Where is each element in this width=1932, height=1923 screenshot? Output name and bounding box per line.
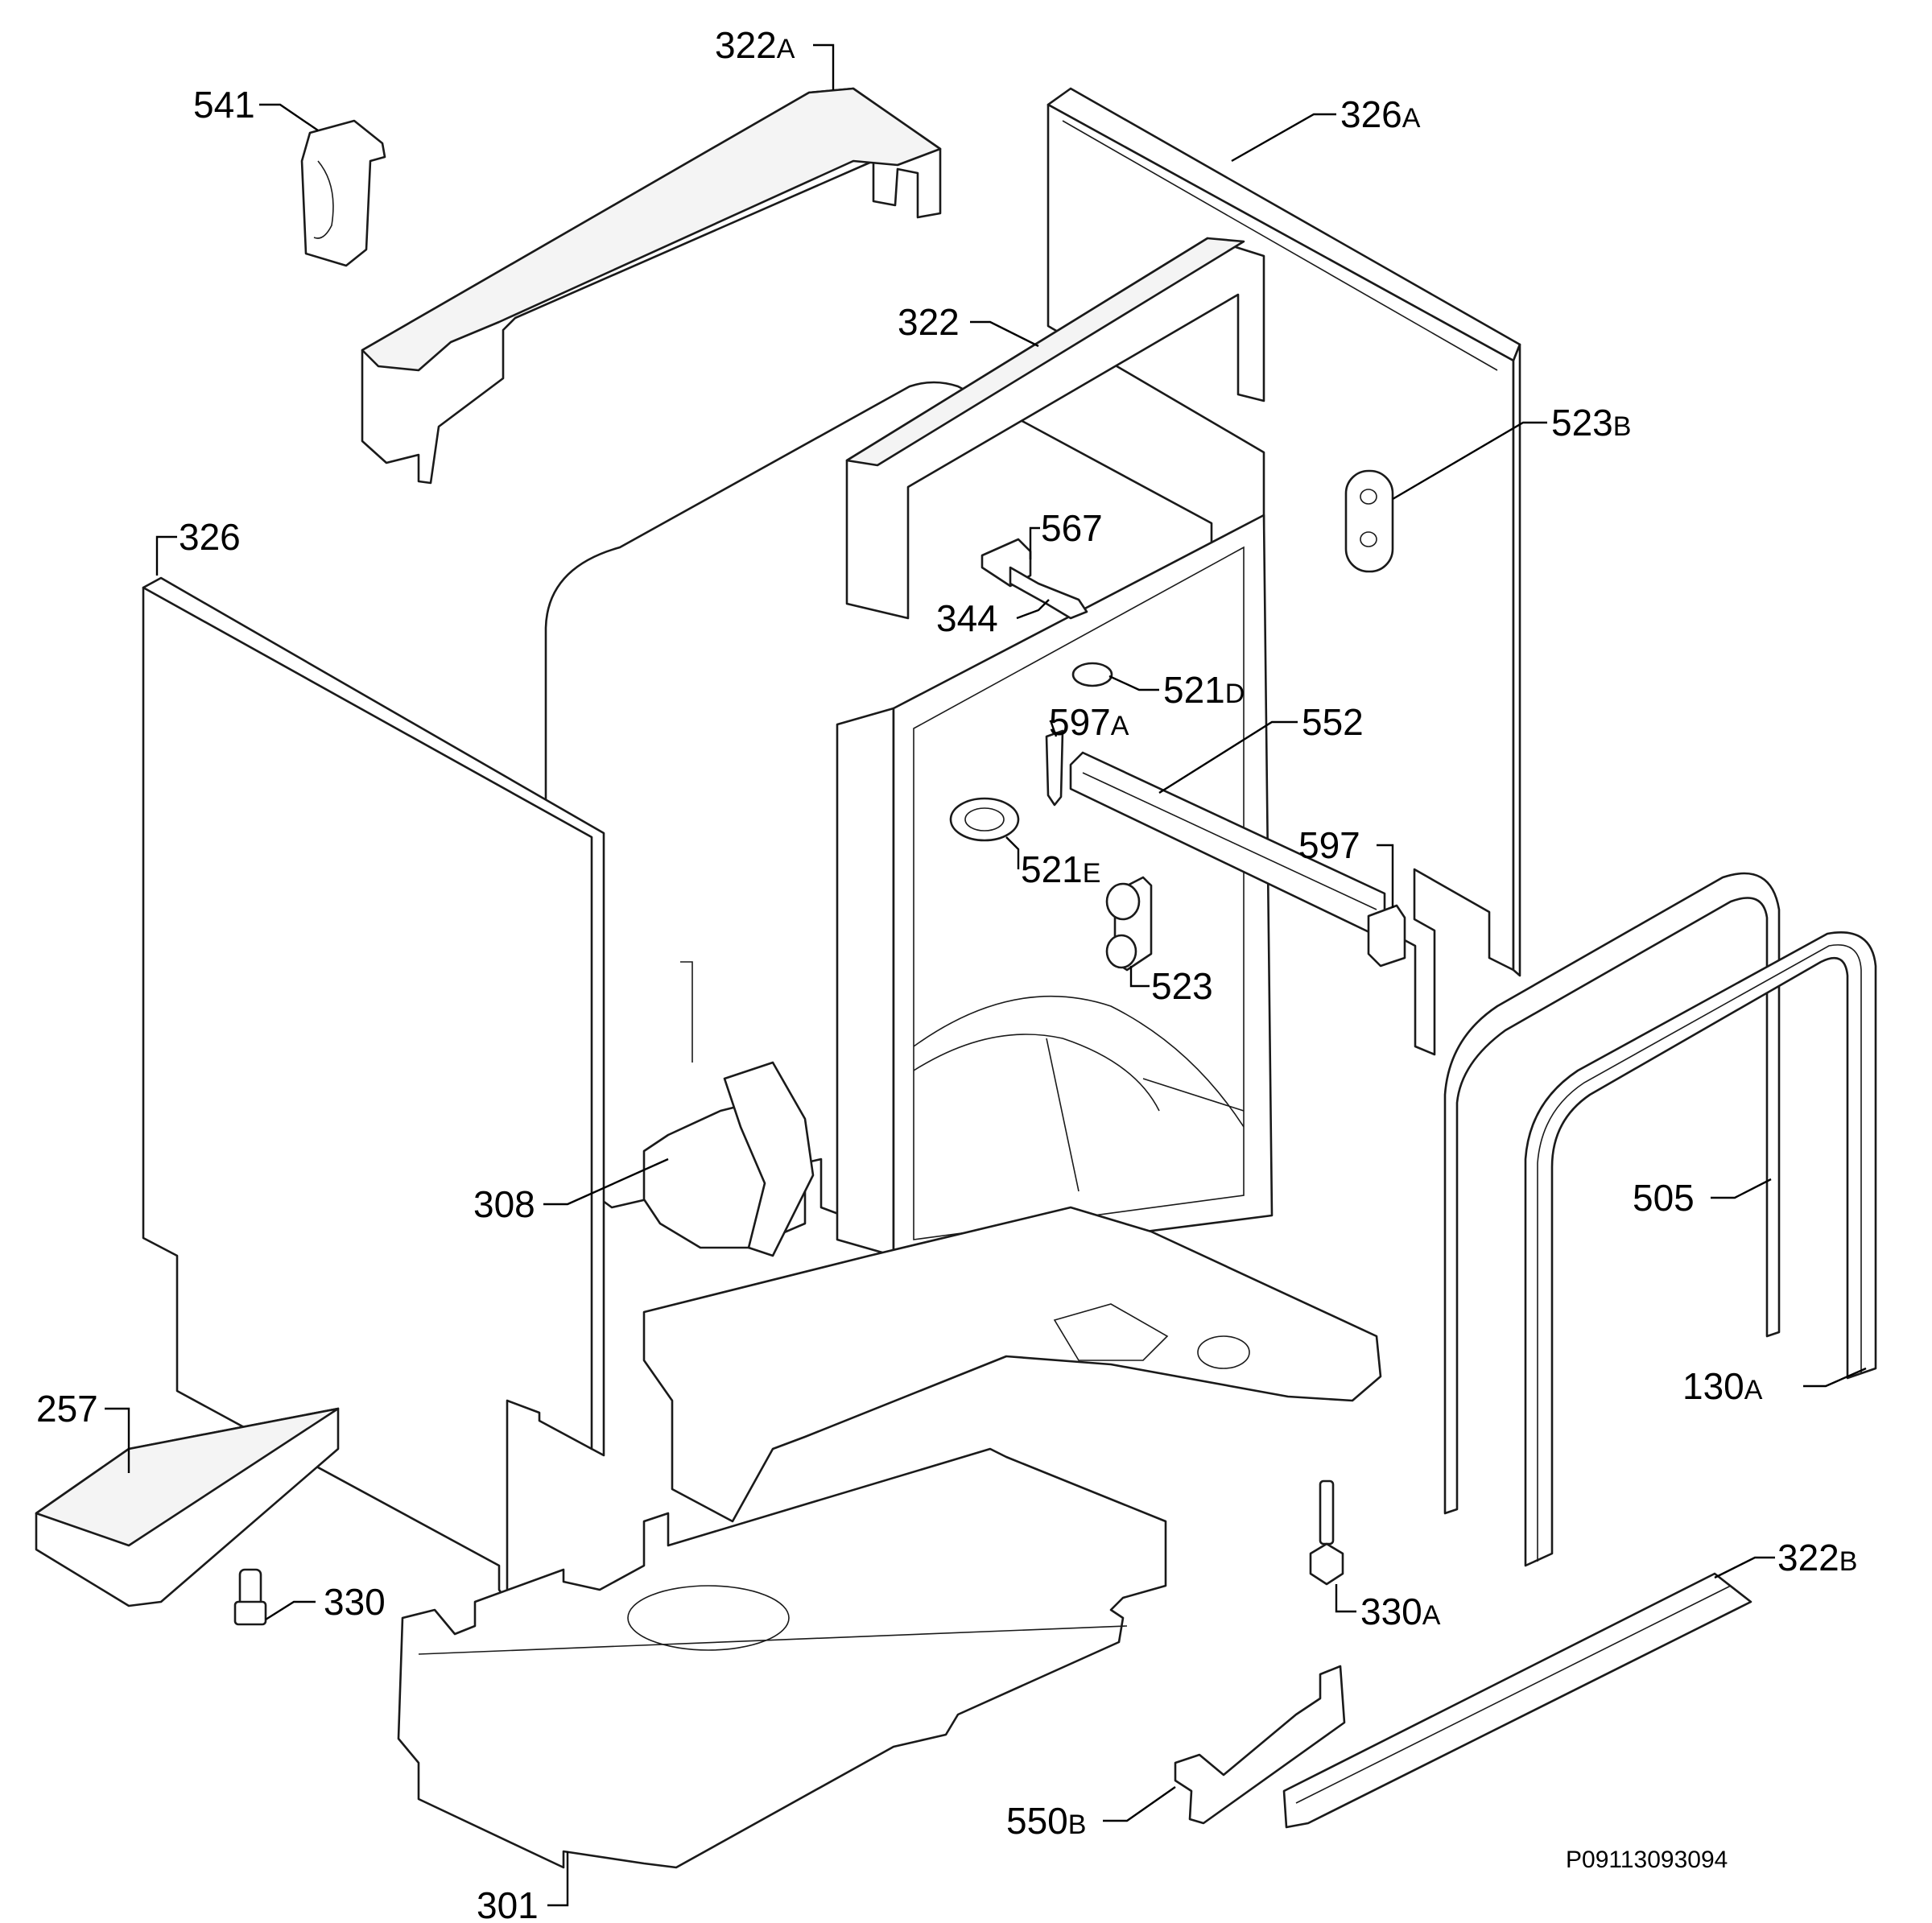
leader-567 (1029, 526, 1040, 559)
leader-597 (1377, 844, 1394, 908)
label-326a: 326A (1340, 93, 1421, 135)
part-257-plinth (35, 1407, 340, 1607)
part-523-fitting (1105, 876, 1153, 972)
label-257: 257 (36, 1388, 98, 1430)
label-567: 567 (1041, 507, 1103, 549)
leader-322b (1714, 1556, 1775, 1579)
part-301-base-tray (397, 1447, 1167, 1869)
leader-523b (1392, 421, 1547, 501)
leader-308 (543, 1158, 669, 1206)
label-330a: 330A (1360, 1591, 1441, 1632)
part-541-clip (300, 119, 386, 267)
part-322-frame (845, 237, 1265, 620)
label-326: 326 (179, 516, 241, 558)
part-597a-clip (1045, 729, 1064, 807)
label-344: 344 (936, 597, 998, 639)
drawing-code: P09113093094 (1566, 1847, 1728, 1873)
part-330a-foot (1309, 1479, 1344, 1586)
label-552: 552 (1302, 701, 1364, 743)
label-597: 597 (1298, 824, 1360, 866)
label-541: 541 (193, 84, 255, 126)
label-322: 322 (898, 301, 960, 343)
part-523b-fitting (1344, 469, 1394, 573)
part-521d-plug (1071, 662, 1113, 687)
label-550b: 550B (1006, 1800, 1086, 1842)
leader-597a (1049, 720, 1058, 737)
leader-541 (259, 103, 319, 131)
leader-lines (105, 43, 1867, 1907)
leader-326 (155, 535, 177, 576)
part-130a-seal (1524, 931, 1877, 1567)
label-330: 330 (324, 1581, 386, 1623)
label-597a: 597A (1049, 701, 1129, 743)
leader-552 (1158, 720, 1298, 794)
label-322a: 322A (715, 24, 795, 66)
leader-521e (1005, 836, 1020, 869)
leader-322 (970, 320, 1039, 348)
part-labels: 322A 541 326A 322 523B 326 567 344 521D … (36, 24, 1857, 1923)
leader-330a (1335, 1584, 1356, 1613)
leader-301 (547, 1851, 569, 1907)
part-base-assembly (642, 1206, 1382, 1523)
leader-326a (1231, 113, 1336, 163)
label-523b: 523B (1551, 402, 1631, 444)
leader-130a (1803, 1367, 1867, 1388)
part-330-foot (233, 1568, 267, 1626)
part-322b-strip (1282, 1572, 1752, 1829)
leader-505 (1711, 1178, 1772, 1199)
part-505-seal (1443, 872, 1781, 1515)
part-344-spring (1009, 566, 1088, 620)
part-550b-bracket (1174, 1665, 1346, 1825)
label-523: 523 (1151, 965, 1213, 1007)
leader-523 (1129, 966, 1150, 988)
part-326-side-panel (142, 576, 605, 1603)
leader-521d (1108, 675, 1159, 691)
part-597-clip (1367, 904, 1406, 968)
leader-330 (265, 1600, 316, 1621)
part-308-hinge (642, 961, 815, 1257)
label-505: 505 (1633, 1177, 1695, 1219)
part-521e-nut (949, 797, 1020, 842)
label-521e: 521E (1021, 848, 1100, 890)
label-521d: 521D (1163, 669, 1245, 711)
part-326a-side-panel (1046, 87, 1521, 1056)
leader-344 (1016, 599, 1050, 620)
leader-322a (813, 43, 835, 90)
leader-550b (1103, 1786, 1176, 1822)
label-322b: 322B (1777, 1537, 1857, 1578)
label-130a: 130A (1682, 1365, 1763, 1407)
label-301: 301 (477, 1884, 539, 1923)
leader-257 (105, 1407, 130, 1473)
part-322a-top-frame (361, 87, 942, 485)
label-308: 308 (473, 1183, 535, 1225)
